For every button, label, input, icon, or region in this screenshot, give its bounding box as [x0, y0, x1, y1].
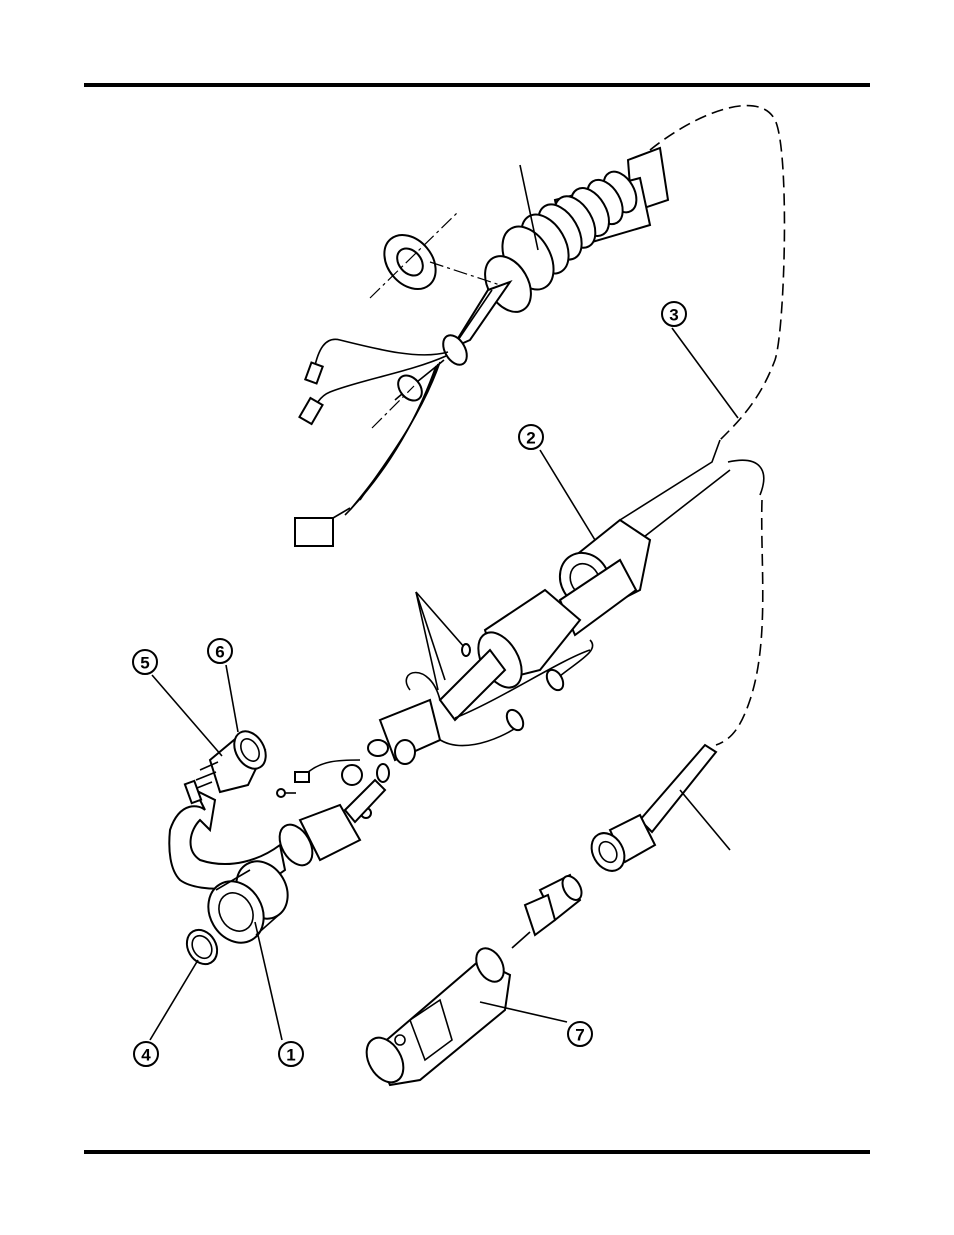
callout-3-label: 3 — [669, 306, 678, 325]
callout-5: 5 — [133, 650, 157, 674]
callout-1: 1 — [279, 1042, 303, 1066]
sleeve-assembly — [550, 440, 764, 745]
callout-6-label: 6 — [215, 643, 224, 662]
callout-2: 2 — [519, 425, 543, 449]
callout-4-label: 4 — [141, 1046, 151, 1065]
callout-2-label: 2 — [526, 429, 535, 448]
harness-assembly — [277, 590, 593, 818]
callout-7: 7 — [568, 1022, 592, 1046]
strain-relief-assembly — [438, 148, 668, 369]
callout-7-label: 7 — [575, 1026, 584, 1045]
callout-5-label: 5 — [140, 654, 149, 673]
plug-connector — [295, 518, 333, 546]
probe-assembly — [359, 873, 585, 1089]
callout-3: 3 — [662, 302, 686, 326]
callout-1-label: 1 — [286, 1046, 295, 1065]
upper-wire-bundle — [295, 339, 448, 546]
connector-insert — [185, 726, 272, 803]
jam-nut — [370, 212, 500, 299]
callout-6: 6 — [208, 639, 232, 663]
callout-4: 4 — [134, 1042, 158, 1066]
lower-connector-cable — [585, 745, 730, 877]
